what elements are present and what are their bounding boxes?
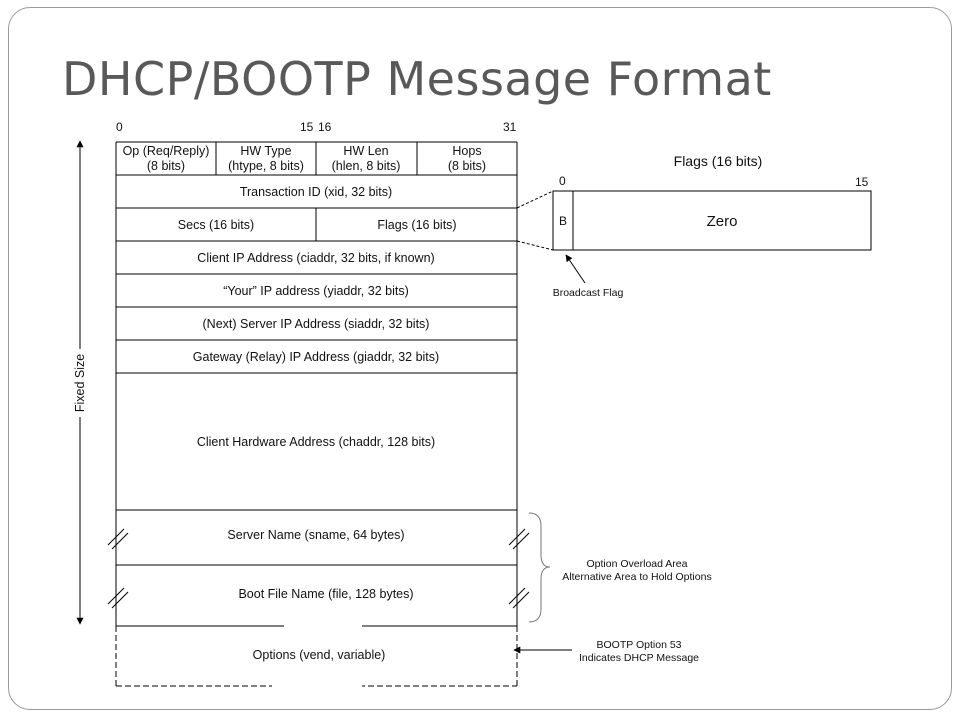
fixed-size-label: Fixed Size [73,354,87,412]
slide-frame [8,7,952,710]
hops-field-line2: (8 bits) [448,159,486,173]
secs-field: Secs (16 bits) [178,218,254,232]
options-field: Options (vend, variable) [253,648,386,662]
option53-note-line2: Indicates DHCP Message [579,652,699,664]
siaddr-field: (Next) Server IP Address (siaddr, 32 bit… [203,317,430,331]
flags-detail-box [552,190,872,251]
bit-label-15: 15 [300,120,314,134]
flags-zoom-lines [516,190,554,251]
broadcast-flag-label: Broadcast Flag [553,287,624,299]
chaddr-field: Client Hardware Address (chaddr, 128 bit… [197,435,435,449]
slide-title: DHCP/BOOTP Message Format [62,52,772,106]
hops-field-line1: Hops [452,144,481,158]
break-marks [107,528,530,609]
zero-bits-label: Zero [707,213,738,230]
yiaddr-field: “Your” IP address (yiaddr, 32 bits) [223,284,409,298]
message-box [115,141,518,627]
bit-label-16: 16 [318,120,332,134]
giaddr-field: Gateway (Relay) IP Address (giaddr, 32 b… [193,350,439,364]
options-gap-bottom [272,681,362,691]
htype-field-line2: (htype, 8 bits) [228,159,304,173]
xid-field: Transaction ID (xid, 32 bits) [240,185,392,199]
broadcast-bit-b: B [559,214,567,228]
sname-field: Server Name (sname, 64 bytes) [227,528,404,542]
overload-note-line1: Option Overload Area [587,558,688,570]
hlen-field-line1: HW Len [343,144,388,158]
broadcast-flag-arrow [565,254,586,284]
option53-note-line1: BOOTP Option 53 [596,639,681,651]
op-field-line1: Op (Req/Reply) [123,144,210,158]
bit-label-31: 31 [503,120,517,134]
ciaddr-field: Client IP Address (ciaddr, 32 bits, if k… [197,251,434,265]
flags-field: Flags (16 bits) [377,218,456,232]
hlen-field-line2: (hlen, 8 bits) [332,159,401,173]
options-gap-top [284,620,362,630]
overload-brace [528,512,551,623]
fixed-size-gap [72,349,88,417]
overload-note-line2: Alternative Area to Hold Options [562,571,711,583]
flags-detail-title: Flags (16 bits) [674,153,763,169]
flags-bit-0: 0 [559,174,566,188]
file-field: Boot File Name (file, 128 bytes) [238,587,413,601]
flags-bit-15: 15 [855,175,869,189]
htype-field-line1: HW Type [240,144,291,158]
op-field-line2: (8 bits) [147,159,185,173]
bit-label-0: 0 [116,120,123,134]
